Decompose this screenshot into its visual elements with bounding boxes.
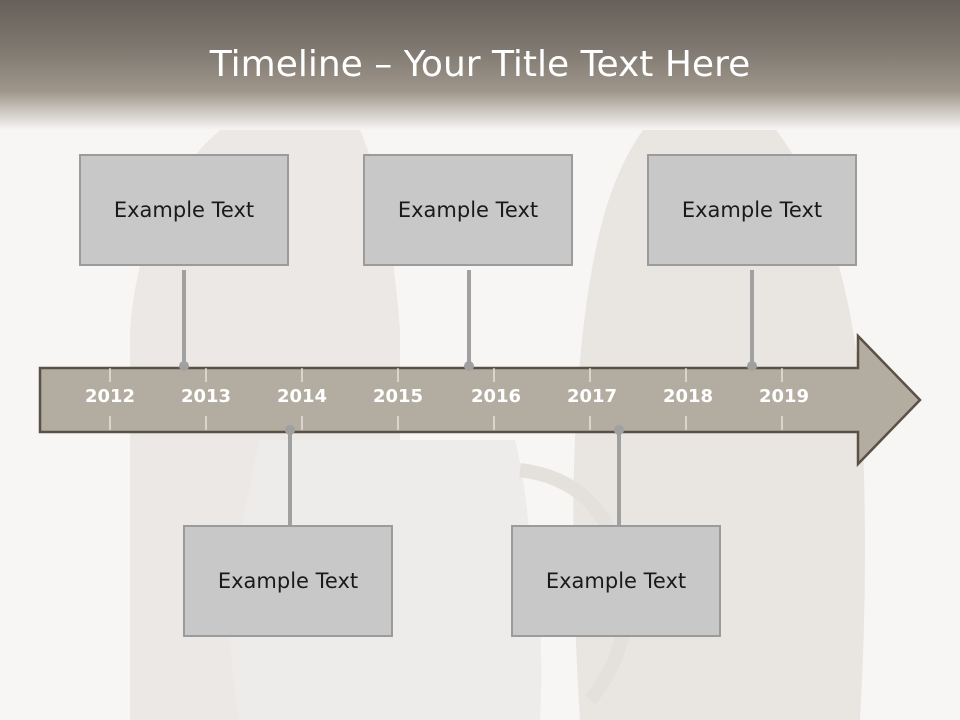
year-label-2017: 2017: [566, 386, 618, 407]
year-label-2019: 2019: [758, 386, 810, 407]
event-box-1: Example Text: [79, 154, 289, 266]
timeline-ticks: [109, 368, 783, 430]
event-box-4: Example Text: [183, 525, 393, 637]
slide-title: Timeline – Your Title Text Here: [209, 44, 751, 85]
connector-3: [747, 270, 757, 371]
year-label-2014: 2014: [276, 386, 328, 407]
title-bar: [0, 0, 960, 130]
connector-2: [464, 270, 474, 371]
year-label-2018: 2018: [662, 386, 714, 407]
event-box-2: Example Text: [363, 154, 573, 266]
connector-4: [285, 425, 295, 526]
event-box-3: Example Text: [647, 154, 857, 266]
connector-5: [614, 425, 624, 526]
year-label-2016: 2016: [470, 386, 522, 407]
connector-1: [179, 270, 189, 371]
timeline-arrow: [38, 332, 922, 468]
year-label-2015: 2015: [372, 386, 424, 407]
year-label-2012: 2012: [84, 386, 136, 407]
year-label-2013: 2013: [180, 386, 232, 407]
event-box-5: Example Text: [511, 525, 721, 637]
